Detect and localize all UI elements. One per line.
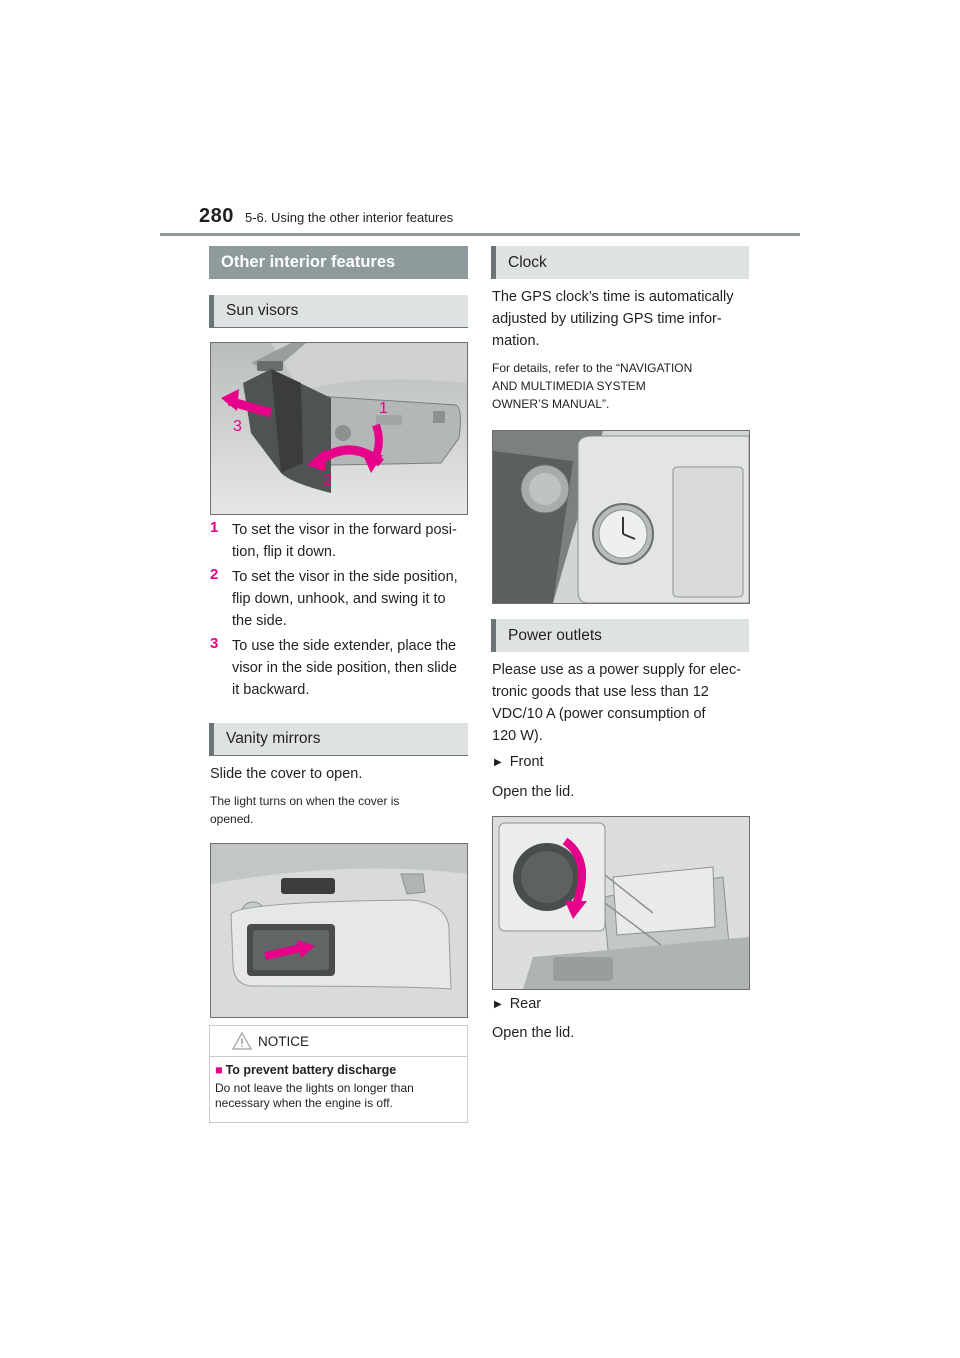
text-line: The GPS clock’s time is automatically [492, 289, 734, 305]
step-line: it backward. [232, 682, 310, 698]
step-line: To set the visor in the forward posi- [232, 522, 457, 538]
header-rule [160, 233, 800, 236]
chapter-title: 5-6. Using the other interior features [245, 210, 454, 225]
subheading-label: Sun visors [226, 302, 299, 319]
notice-subheading: ■To prevent battery discharge [215, 1063, 462, 1077]
warning-icon [232, 1032, 252, 1050]
note-line: opened. [210, 812, 254, 826]
step-line: the side. [232, 613, 287, 629]
notice-header: NOTICE [210, 1026, 467, 1057]
square-bullet-icon: ■ [215, 1063, 223, 1077]
note-line: The light turns on when the cover is [210, 794, 400, 808]
notice-line: Do not leave the lights on longer than [215, 1081, 414, 1095]
step-item: 1 To set the visor in the forward posi- … [210, 519, 470, 563]
text-line: tronic goods that use less than 12 [492, 684, 709, 700]
text-line: Please use as a power supply for elec- [492, 662, 742, 678]
notice-subheading-text: To prevent battery discharge [225, 1063, 397, 1077]
subheading-label: Clock [508, 253, 547, 271]
power-outlets-text: Please use as a power supply for elec- t… [492, 659, 750, 747]
step-text: To use the side extender, place the viso… [232, 635, 457, 701]
subheading-label: Power outlets [508, 626, 602, 644]
subheading-label: Vanity mirrors [226, 730, 321, 747]
sun-visor-steps: 1 To set the visor in the forward posi- … [210, 519, 470, 701]
front-label-text: Front [509, 754, 544, 770]
subheading-vanity-mirrors: Vanity mirrors [209, 723, 468, 756]
subheading-clock: Clock [491, 246, 749, 279]
note-line: OWNER’S MANUAL”. [492, 397, 610, 411]
step-number: 2 [210, 566, 219, 583]
step-line: visor in the side position, then slide [232, 660, 457, 676]
text-line: mation. [492, 333, 540, 349]
notice-body: Do not leave the lights on longer than n… [215, 1081, 462, 1111]
rear-label: ▶ Rear [494, 996, 541, 1012]
power-outlet-figure [492, 816, 750, 990]
clock-note: For details, refer to the “NAVIGATION AN… [492, 359, 750, 413]
notice-line: necessary when the engine is off. [215, 1096, 393, 1110]
triangle-bullet-icon: ▶ [494, 998, 502, 1010]
step-line: To set the visor in the side position, [232, 569, 458, 585]
vanity-mirror-text: Slide the cover to open. [210, 766, 363, 782]
vanity-mirror-note: The light turns on when the cover is ope… [210, 792, 468, 828]
sun-visor-figure: 1 2 3 [210, 342, 468, 515]
subheading-sun-visors: Sun visors [209, 295, 468, 328]
subheading-power-outlets: Power outlets [491, 619, 749, 652]
step-number: 3 [210, 635, 219, 652]
text-line: 120 W). [492, 728, 543, 744]
rear-label-text: Rear [509, 996, 542, 1012]
clock-text: The GPS clock’s time is automatically ad… [492, 286, 750, 352]
step-line: flip down, unhook, and swing it to [232, 591, 446, 607]
triangle-bullet-icon: ▶ [494, 756, 502, 768]
step-item: 3 To use the side extender, place the vi… [210, 635, 470, 701]
section-heading-other-interior-features: Other interior features [209, 246, 468, 279]
rear-instruction: Open the lid. [492, 1025, 575, 1041]
front-label: ▶ Front [494, 754, 544, 770]
notice-title: NOTICE [258, 1033, 310, 1049]
clock-figure [492, 430, 750, 604]
step-text: To set the visor in the forward posi- ti… [232, 519, 457, 563]
front-instruction: Open the lid. [492, 784, 575, 800]
step-line: To use the side extender, place the [232, 638, 457, 654]
notice-box: NOTICE ■To prevent battery discharge Do … [209, 1025, 468, 1123]
section-heading-label: Other interior features [221, 253, 396, 271]
vanity-mirror-figure [210, 843, 468, 1018]
step-number: 1 [210, 519, 219, 536]
callout-2: 2 [323, 472, 332, 489]
callout-1: 1 [379, 400, 388, 417]
note-line: AND MULTIMEDIA SYSTEM [492, 379, 646, 393]
page-number: 280 [199, 205, 234, 227]
text-line: VDC/10 A (power consumption of [492, 706, 706, 722]
callout-3: 3 [233, 418, 242, 435]
note-line: For details, refer to the “NAVIGATION [492, 361, 693, 375]
step-text: To set the visor in the side position, f… [232, 566, 458, 632]
step-item: 2 To set the visor in the side position,… [210, 566, 470, 632]
text-line: adjusted by utilizing GPS time infor- [492, 311, 722, 327]
step-line: tion, flip it down. [232, 544, 336, 560]
